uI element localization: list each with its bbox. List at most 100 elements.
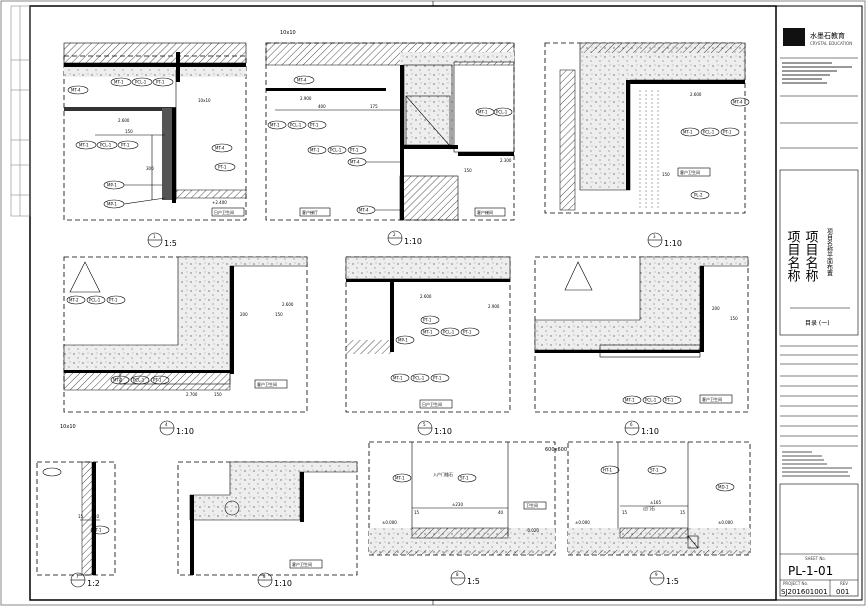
dimension: ±230 [452, 502, 463, 507]
material-tag: PL-2 [694, 193, 703, 198]
material-tag: MP-1 [398, 338, 408, 343]
material-tag: MT-1 [423, 330, 433, 335]
material-tag: MP-1 [107, 183, 117, 188]
dimension: 15 [622, 510, 628, 515]
room-label: 客户卫生间 [292, 561, 312, 567]
company-name: 水墨石教育 [810, 31, 845, 40]
room-label: 入户门槛石 [433, 471, 453, 477]
project-no-label: PROJECT No. [783, 581, 808, 586]
detail-number: 6 [630, 422, 633, 427]
dimension: 2.900 [300, 96, 312, 101]
dimension: ±0.000 [382, 520, 397, 525]
room-label: 客户梯间 [477, 209, 493, 215]
material-tag: MT-1 [310, 148, 320, 153]
material-tag: PCL-1 [100, 143, 112, 148]
dimension: 150 [730, 316, 738, 321]
dimension: 10x10 [198, 98, 211, 103]
detail-panel-1: MT-4 MT-1 PCL-1 PT-1 MT-1 PCL-1 PT-1 MT-… [63, 42, 247, 248]
material-tag: MT-1 [478, 110, 488, 115]
detail-scale: 1:5 [467, 577, 480, 586]
material-tag: MT-4 [733, 100, 743, 105]
material-tag: PCL-1 [330, 148, 342, 153]
material-tag: MT-1 [270, 123, 280, 128]
material-tag: MT-4 [215, 146, 225, 151]
dimension: 15 [680, 510, 686, 515]
material-tag: MT-4 [359, 208, 369, 213]
detail-number: 9 [655, 572, 658, 577]
material-tag: PT-1 [153, 378, 162, 383]
detail-panel-9: MT-1 ST-1 ±230 15 40 ±0.000 -0.020 入户门槛石… [368, 441, 556, 586]
dimension: 150 [464, 168, 472, 173]
material-tag: PT-1 [156, 80, 165, 85]
material-tag: PCL-1 [443, 330, 455, 335]
detail-number: 4 [165, 422, 168, 427]
dimension: +2.400 [212, 200, 227, 205]
material-tag: MT-1 [683, 130, 693, 135]
dimension: 40 [498, 510, 504, 515]
detail-scale: 1:10 [404, 237, 422, 246]
dimension: 15 [414, 510, 420, 515]
detail-number: 8 [263, 574, 266, 579]
material-tag: MD-1 [718, 485, 729, 490]
size-label: 10x10 [60, 424, 76, 430]
detail-number: 5 [423, 422, 426, 427]
material-tag: MT-4 [297, 78, 307, 83]
detail-scale: 1:10 [274, 579, 292, 588]
material-tag: PCL-1 [135, 80, 147, 85]
room-label: 日户卫生间 [422, 401, 442, 407]
detail-panel-7: PT-1 15 10 7 1:2 [36, 461, 116, 588]
project-title: 项目名称 [785, 230, 801, 282]
material-tag: PCL-1 [496, 110, 508, 115]
material-tag: MT-1 [625, 398, 635, 403]
size-label: 10x10 [280, 30, 296, 36]
material-tag: PT-1 [310, 123, 319, 128]
detail-panel-3: MT-4 MT-1 PCL-1 PT-1 PL-2 2.600 150 客户卫生… [544, 42, 750, 248]
dimension: 2.900 [488, 304, 500, 309]
material-tag: MT-4 [350, 160, 360, 165]
material-tag: PCL-1 [413, 376, 425, 381]
room-label: 客户卫生间 [702, 396, 722, 402]
room-label: 客户卫生间 [257, 381, 277, 387]
detail-scale: 1:10 [664, 239, 682, 248]
material-tag: PCL-1 [645, 398, 657, 403]
material-tag: PT-1 [423, 318, 432, 323]
detail-number: 2 [393, 232, 396, 237]
material-tag: PT-1 [109, 298, 118, 303]
dimension: 175 [370, 104, 378, 109]
title-block: 水墨石教育 CRYSTAL EDUCATION 项目名称 项目名称 项目名称平面… [775, 5, 863, 601]
material-tag: PT-1 [93, 528, 102, 533]
room-label: 客户卫生间 [680, 169, 700, 175]
dimension: 2.700 [186, 392, 198, 397]
detail-scale: 1:5 [666, 577, 679, 586]
dimension: 150 [125, 129, 133, 134]
detail-panel-4: MT-2 PCL-1 PT-1 MT-1 PCL-1 PT-1 2.600 20… [63, 256, 308, 436]
project-title: 项目名称 [803, 230, 819, 282]
dimension: 200 [240, 312, 248, 317]
material-tag: PT-1 [350, 148, 359, 153]
material-tag: MT-4 [71, 88, 81, 93]
material-tag: MP-1 [107, 202, 117, 207]
dimension: 2.600 [420, 294, 432, 299]
dimension: 150 [662, 172, 670, 177]
dimension: -0.020 [526, 528, 539, 533]
dimension: 200 [712, 306, 720, 311]
material-tag: MT-2 [69, 298, 79, 303]
drawing-no-label: SHEET No. [805, 556, 826, 561]
material-tag: ST-1 [650, 468, 659, 473]
material-tag: PCL-1 [133, 378, 145, 383]
room-label: 卫生间 [526, 502, 538, 508]
detail-number: 3 [653, 234, 656, 239]
drawing-title: 目录 (一) [805, 319, 830, 327]
dimension: ±165 [650, 500, 661, 505]
company-name-en: CRYSTAL EDUCATION [810, 41, 852, 46]
material-tag: HT-1 [603, 468, 613, 473]
detail-panel-10: HT-1 ST-1 MD-1 ±165 15 15 ±0.000 ±0.000 … [567, 441, 751, 586]
material-tag: PCL-1 [290, 123, 302, 128]
revision-number: 001 [836, 588, 849, 596]
dimension: 15 [78, 514, 84, 519]
material-tag: PT-1 [463, 330, 472, 335]
material-tag: PCL-1 [89, 298, 101, 303]
detail-scale: 1:5 [164, 239, 177, 248]
material-tag: PT-1 [723, 130, 732, 135]
dimension: 150 [214, 392, 222, 397]
